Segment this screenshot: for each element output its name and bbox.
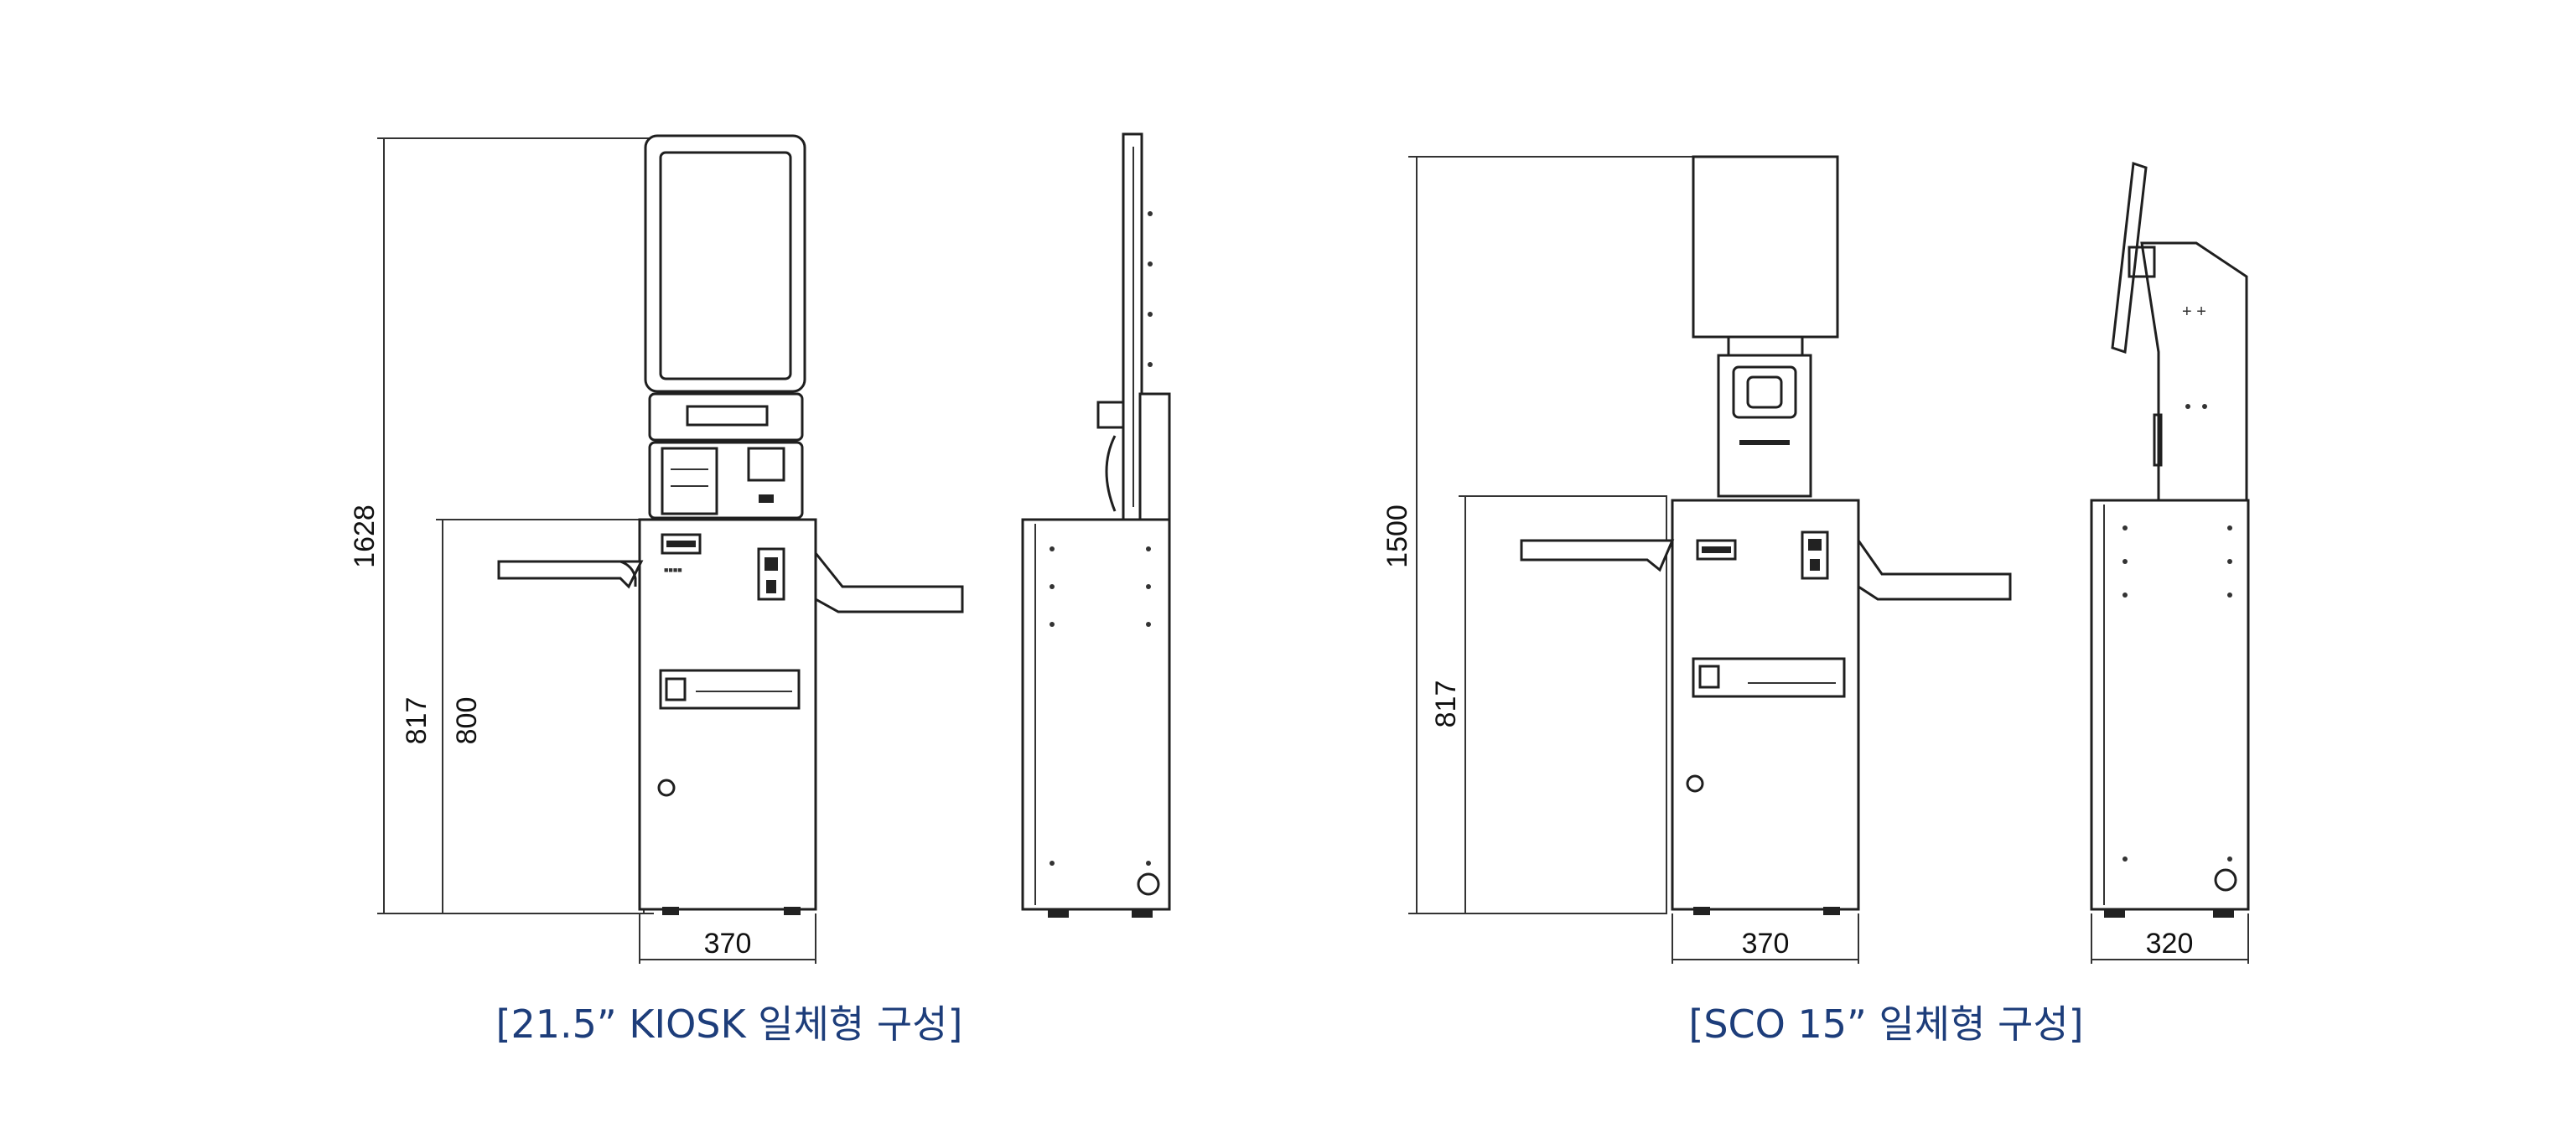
caption-kiosk: [21.5” KIOSK 일체형 구성]	[496, 1001, 963, 1047]
side-vent	[1137, 872, 1160, 896]
right-arm	[814, 549, 964, 613]
svg-text:+ +: + +	[2182, 303, 2206, 321]
dim-label-1500: 1500	[1381, 505, 1413, 568]
cabinet-lock	[657, 779, 676, 797]
receipt-slot	[686, 405, 769, 427]
kiosk-side-view	[1021, 132, 1171, 918]
reader-panel	[648, 392, 804, 442]
sco-side-vent	[2214, 868, 2237, 892]
dimension-width-sco: 370	[1672, 913, 1859, 964]
side-scanner	[1096, 401, 1125, 429]
kiosk-front-view: 1628 817 800 ■■■■	[349, 134, 964, 964]
dim-label-800: 800	[451, 697, 483, 745]
coin-slot	[757, 547, 785, 601]
sco-front-view: 1500 817	[1381, 155, 2012, 964]
sco-side-scanner	[2128, 246, 2156, 278]
left-arm	[497, 560, 644, 589]
dim-label-320: 320	[2146, 928, 2194, 960]
screen-display	[659, 151, 792, 380]
dimension-total-height-kiosk: 1628	[349, 137, 654, 913]
sco-cabinet-lock	[1686, 774, 1704, 793]
dimension-depth-sco: 320	[2091, 913, 2249, 964]
dimension-total-height-sco: 1500	[1381, 156, 1693, 913]
sco-side-view: + + 320	[2090, 161, 2250, 964]
dim-label-370-sco: 370	[1742, 928, 1790, 960]
cash-dispenser	[659, 669, 801, 710]
card-terminal	[661, 447, 718, 515]
dimension-width-kiosk: 370	[639, 913, 816, 964]
sco-monitor	[1692, 155, 1839, 339]
sco-base-cabinet	[1671, 499, 1860, 911]
dim-label-817-kiosk: 817	[401, 697, 433, 745]
base-cabinet	[638, 518, 817, 911]
caption-sco: [SCO 15” 일체형 구성]	[1688, 1001, 2083, 1047]
sco-side-column	[2140, 241, 2248, 502]
sco-monitor-mount	[1727, 335, 1804, 357]
side-cabinet	[1021, 518, 1171, 911]
sco-side-cabinet	[2090, 499, 2250, 911]
bill-acceptor	[661, 533, 702, 555]
sco-gate-panel	[1464, 495, 1667, 914]
sco-scanner	[1732, 365, 1797, 419]
sco-bill-acceptor	[1696, 539, 1737, 561]
sco-cash-dispenser	[1692, 657, 1846, 698]
dim-label-817-sco: 817	[1430, 681, 1462, 728]
dim-label-1628: 1628	[349, 505, 381, 568]
sco-right-arm	[1857, 536, 2012, 601]
sco-left-arm	[1520, 539, 1675, 572]
sco-coin-slot	[1801, 530, 1829, 580]
side-reader-block	[1138, 392, 1171, 521]
screen-housing	[644, 134, 806, 393]
svg-text:■■■■: ■■■■	[664, 566, 682, 574]
scanner-window	[747, 447, 785, 482]
dim-label-370-kiosk: 370	[704, 928, 752, 960]
